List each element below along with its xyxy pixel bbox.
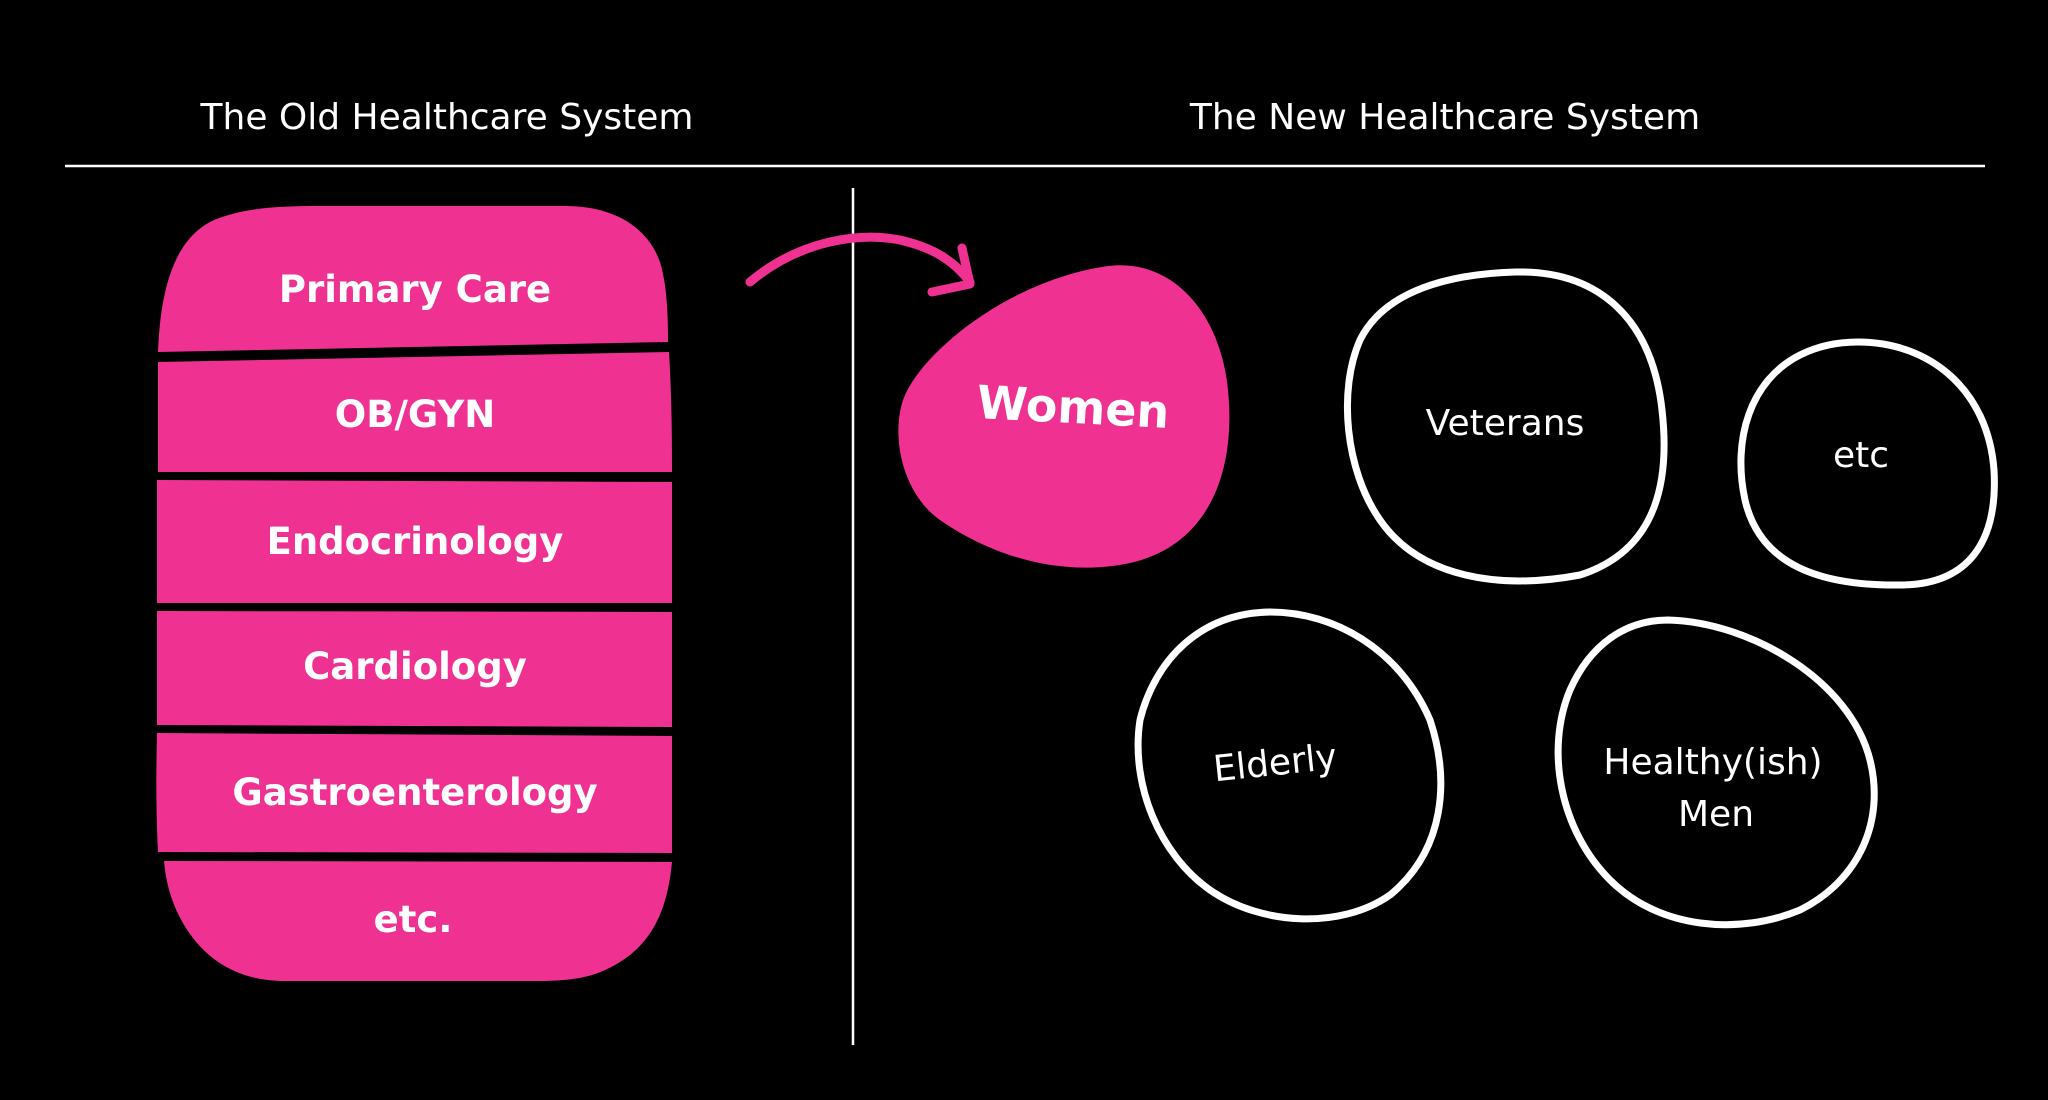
segment-label-endocrinology: Endocrinology [267,520,564,563]
blob-label-healthy-men-line2: Men [1678,794,1754,835]
segment-label-primary-care: Primary Care [279,268,551,311]
old-system-stack: Primary Care OB/GYN Endocrinology Cardio… [156,206,672,981]
new-system-heading: The New Healthcare System [1189,97,1700,138]
segment-ob-gyn [158,352,672,472]
blob-label-etc: etc [1833,435,1889,476]
segment-label-ob-gyn: OB/GYN [335,393,495,436]
segment-label-cardiology: Cardiology [303,645,527,688]
segment-gastroenterology [156,733,672,853]
curved-arrow-right-icon [745,232,975,297]
segment-etc [164,861,672,981]
blob-women [898,265,1230,568]
blob-healthy-men [1554,616,1878,929]
blob-etc [1737,338,1998,589]
blob-label-veterans: Veterans [1426,403,1585,444]
segment-label-etc: etc. [374,898,453,941]
blob-label-healthy-men-line1: Healthy(ish) [1603,742,1822,783]
blob-veterans [1343,268,1668,585]
segment-cardiology [157,611,672,727]
segment-primary-care [158,206,668,352]
segment-label-gastroenterology: Gastroenterology [232,771,597,814]
blob-elderly [1134,608,1445,923]
old-system-heading: The Old Healthcare System [200,97,694,138]
blob-label-women: Women [976,375,1171,439]
segment-endocrinology [157,480,672,603]
blob-label-elderly: Elderly [1211,737,1338,791]
